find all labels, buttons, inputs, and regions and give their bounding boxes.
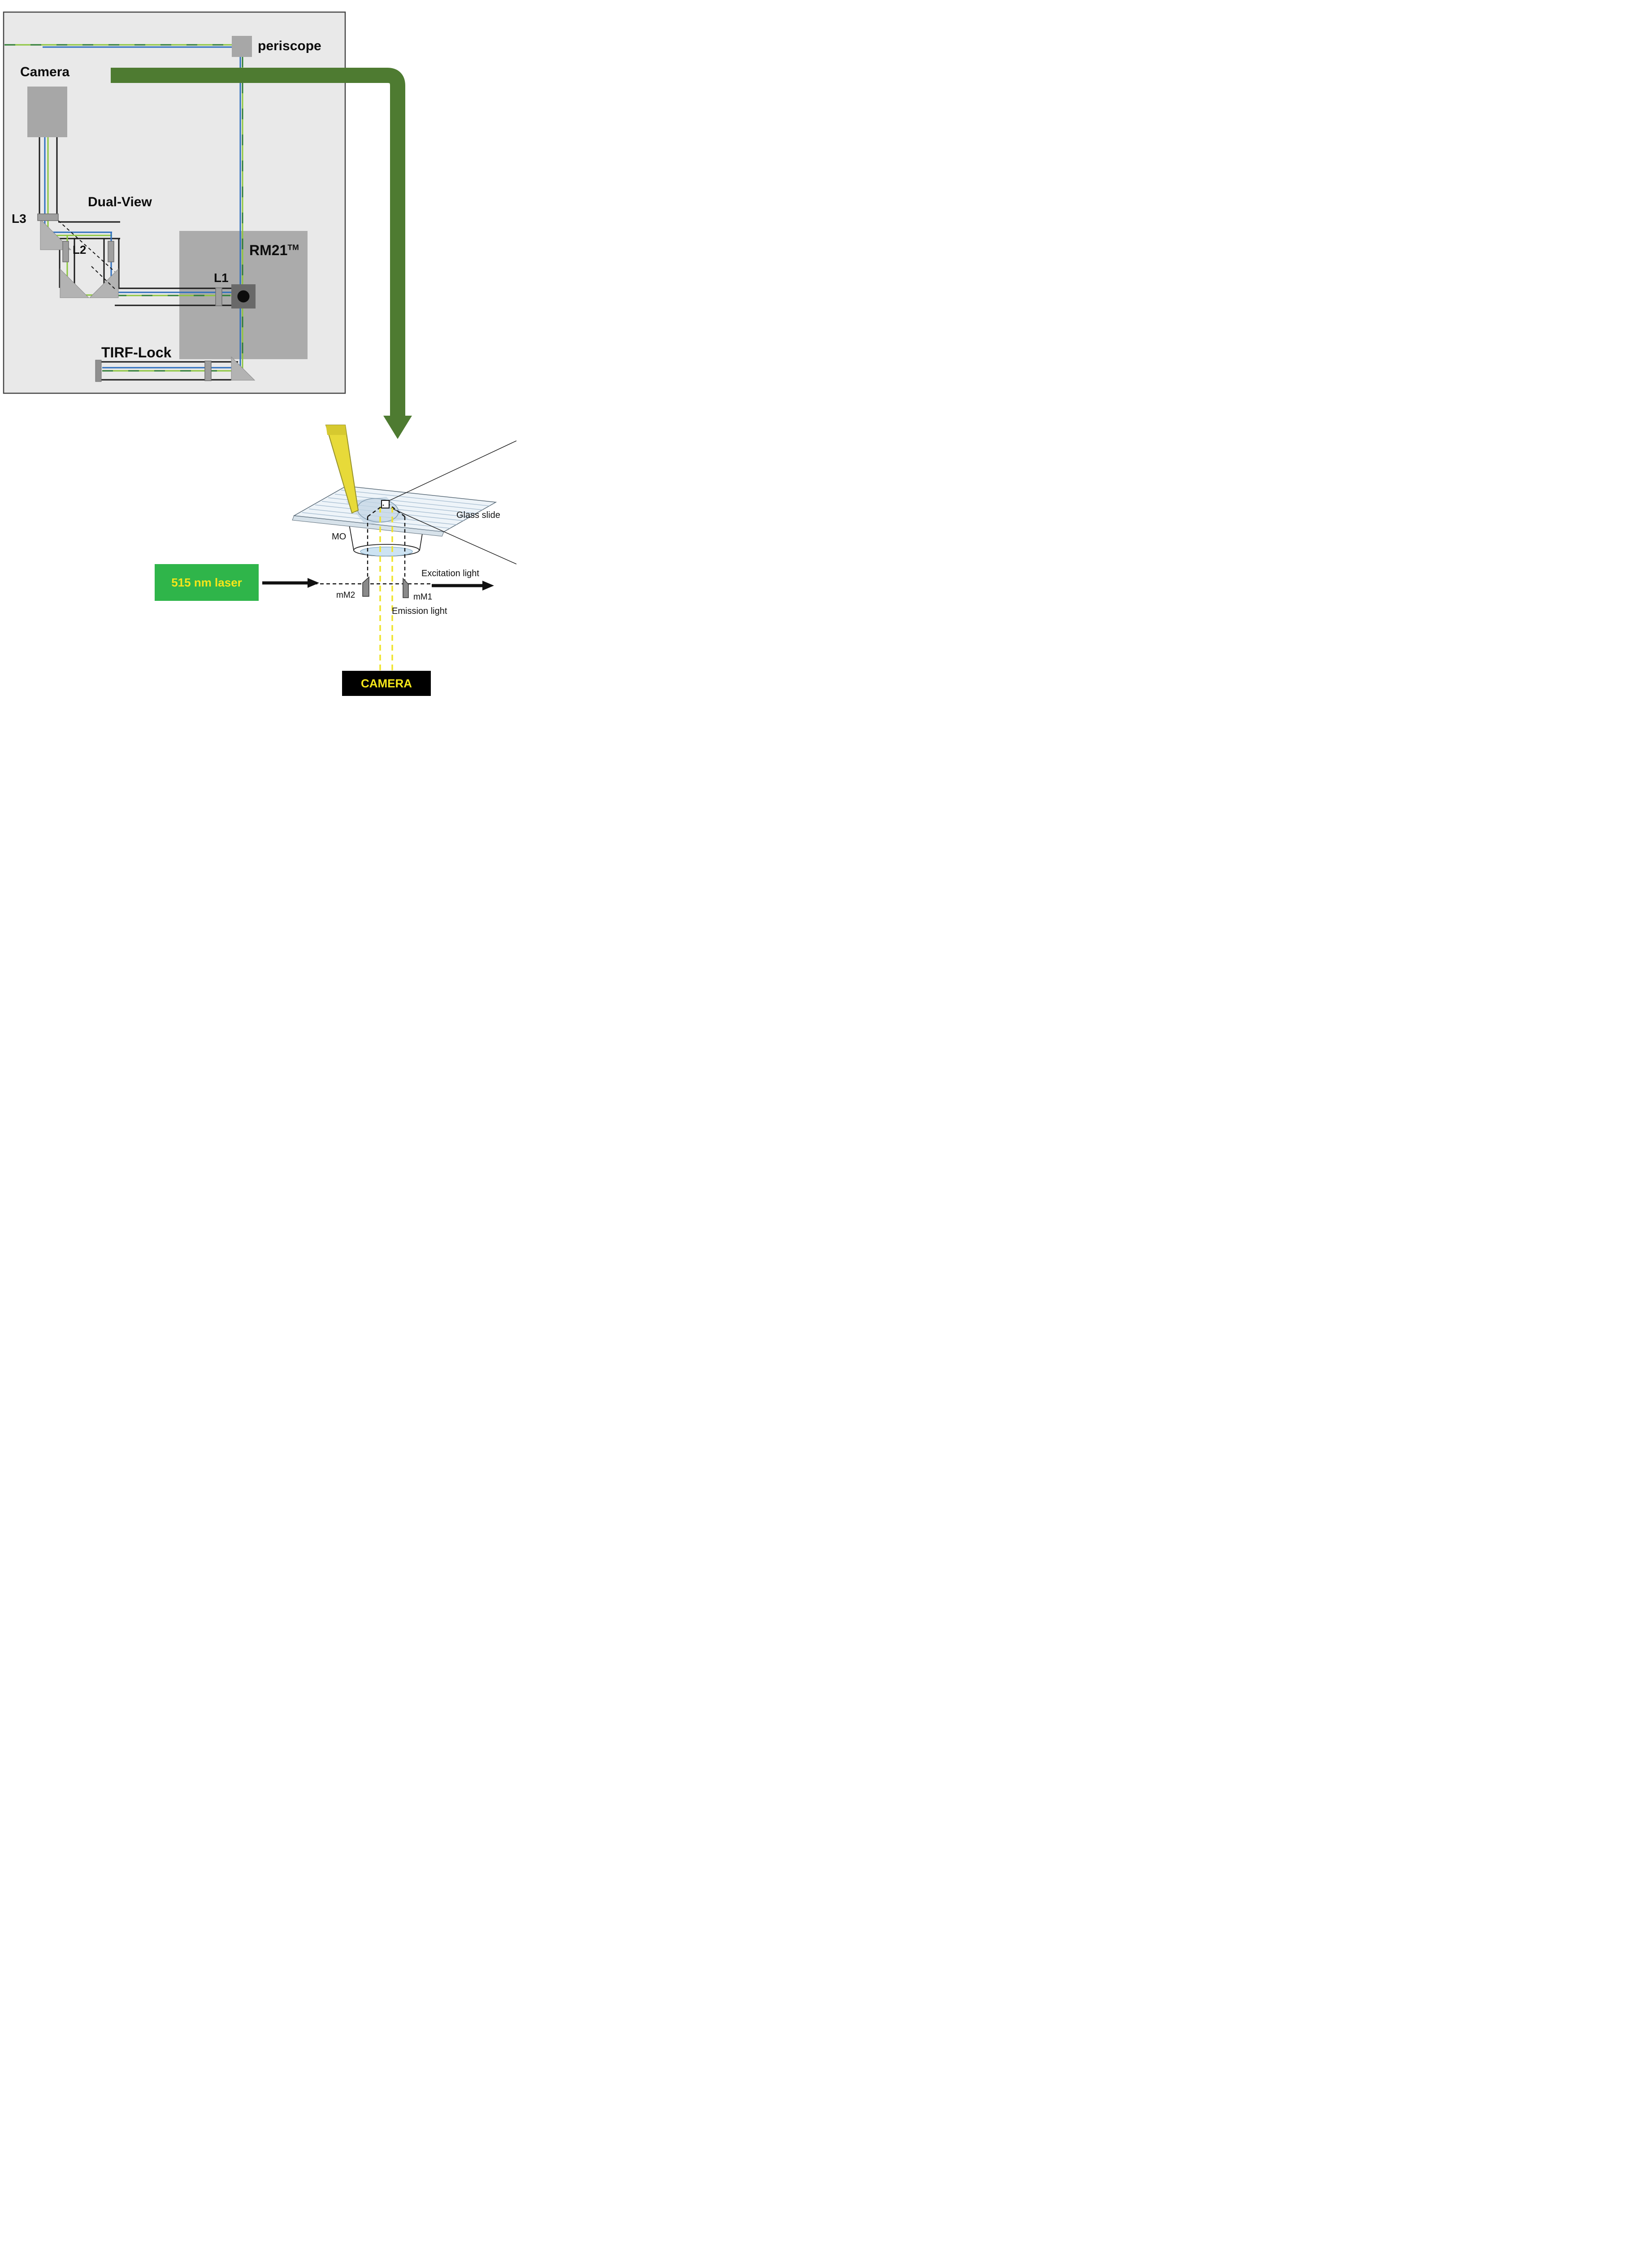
laser-515nm-label: 515 nm laser <box>171 575 242 589</box>
tirf-lock-label: TIRF-Lock <box>101 344 172 361</box>
l2-label: L2 <box>73 243 87 256</box>
excitation-light-label: Excitation light <box>421 569 479 578</box>
tirf-end-cap <box>95 360 102 382</box>
lens-elements <box>37 213 222 382</box>
rm21-trademark: TM <box>287 243 299 252</box>
camera-detector-label: CAMERA <box>360 676 412 690</box>
zoom-leader-top <box>388 440 516 501</box>
objective-aperture <box>237 290 250 303</box>
zoom-leader-bottom <box>390 508 516 565</box>
micro-mirror-mm2 <box>362 576 369 597</box>
excitation-light-beams <box>314 504 431 588</box>
micro-mirror-mm1 <box>403 578 409 598</box>
pipette-tip <box>325 425 359 514</box>
lens-l1 <box>215 287 222 306</box>
lens-l2-left <box>62 241 69 262</box>
objective-front-lens <box>360 547 413 556</box>
mm1-label: mM1 <box>413 592 433 602</box>
green-connector-arrow <box>111 68 412 439</box>
camera-body <box>27 87 67 137</box>
rm21-label: RM21TM <box>249 243 299 257</box>
optical-rails <box>39 136 238 381</box>
dual-view-mirror-left <box>60 268 90 298</box>
mo-label: MO <box>332 532 347 542</box>
camera-label: Camera <box>20 65 70 79</box>
glass-slide-label: Glass slide <box>456 510 500 520</box>
laser-515nm-box: 515 nm laser <box>155 564 259 601</box>
l1-label: L1 <box>214 271 229 285</box>
beamsplitter-diagonal <box>58 220 115 272</box>
dual-view-label: Dual-View <box>88 195 152 209</box>
excitation-output-arrow <box>432 581 494 591</box>
camera-detector-box: CAMERA <box>342 671 431 696</box>
mm2-label: mM2 <box>336 591 356 600</box>
diagram-drawing <box>3 11 516 671</box>
emission-light-beams <box>379 507 393 671</box>
emission-light-label: Emission light <box>392 606 447 616</box>
dual-view-mirror-right <box>89 268 119 298</box>
figure-canvas: periscope Camera Dual-View L3 L2 L1 RM21… <box>0 0 516 703</box>
rm21-label-text: RM21 <box>249 242 288 258</box>
sample-field-square <box>381 500 390 508</box>
tirf-mirror <box>231 356 256 381</box>
laser-output-arrow <box>262 578 319 588</box>
l3-label: L3 <box>12 212 26 226</box>
lens-l2-right <box>108 241 114 262</box>
periscope-block <box>232 36 252 57</box>
periscope-label: periscope <box>258 39 321 53</box>
lens-tirf <box>204 361 212 381</box>
lens-l3 <box>37 213 59 221</box>
